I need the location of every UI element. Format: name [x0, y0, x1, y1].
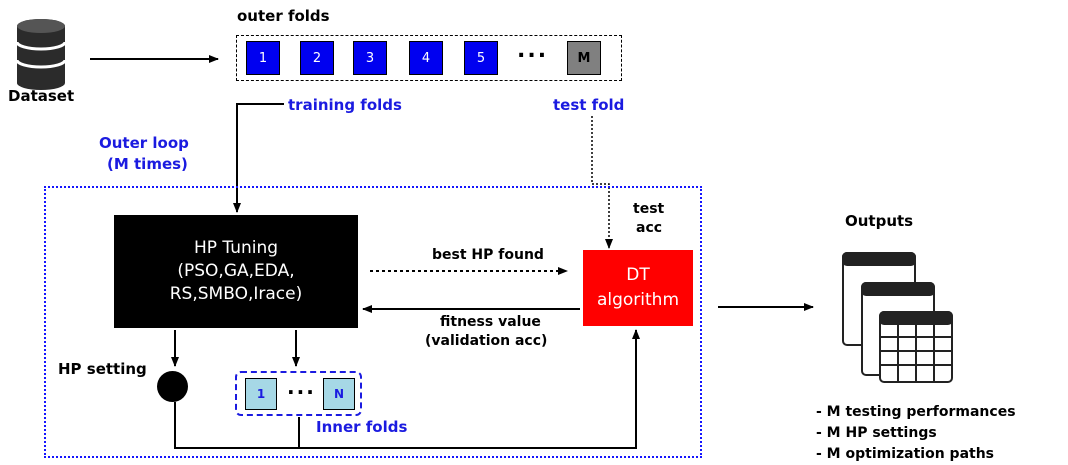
hp-tuning-line3: RS,SMBO,Irace) — [169, 284, 303, 304]
fold-3: 3 — [353, 41, 387, 75]
test-fold-label: test fold — [553, 96, 625, 114]
inner-folds-label: Inner folds — [316, 418, 408, 436]
fold-2: 2 — [300, 41, 334, 75]
fitness-label-line2: (validation acc) — [425, 333, 548, 349]
outer-loop-frame — [44, 186, 702, 458]
inner-folds-frame: 1 ... N — [235, 371, 362, 416]
output-item: - M testing performances — [816, 404, 1016, 420]
test-fold-arrow — [591, 116, 613, 249]
setting-to-dt-line — [174, 329, 640, 449]
dt-line2: algorithm — [596, 290, 680, 310]
fold-4: 4 — [409, 41, 443, 75]
inner-fold-1: 1 — [245, 378, 277, 410]
fold-1: 1 — [246, 41, 280, 75]
outer-loop-label-line2: (M times) — [107, 155, 188, 173]
output-item: - M optimization paths — [816, 446, 995, 462]
fitness-label-line1: fitness value — [440, 314, 541, 330]
training-folds-arrow — [233, 103, 284, 213]
inner-folds-ellipsis: ... — [287, 375, 316, 399]
test-acc-label-line1: test — [633, 201, 665, 217]
table-stack-icon — [842, 252, 953, 383]
outputs-list: - M testing performances - M HP settings… — [816, 402, 1016, 465]
outputs-title: Outputs — [845, 212, 914, 230]
hp-setting-node — [157, 371, 188, 402]
hp-setting-label: HP setting — [58, 360, 147, 378]
outer-folds-title: outer folds — [237, 7, 330, 25]
hp-tuning-line1: HP Tuning — [193, 238, 279, 258]
training-folds-label: training folds — [288, 96, 402, 114]
inner-fold-n: N — [323, 378, 355, 410]
test-acc-label-line2: acc — [636, 220, 663, 236]
outer-folds-frame: 1 2 3 4 5 ... M — [236, 35, 622, 81]
outer-loop-label-line1: Outer loop — [99, 134, 189, 152]
output-item: - M HP settings — [816, 425, 937, 441]
test-fold-box: M — [567, 41, 601, 75]
fold-5: 5 — [464, 41, 498, 75]
best-hp-label: best HP found — [432, 247, 544, 263]
dt-line1: DT — [626, 265, 650, 285]
dt-algorithm-box: DT algorithm — [583, 250, 693, 326]
folds-ellipsis: ... — [517, 38, 549, 63]
database-icon — [15, 19, 67, 90]
hp-tuning-box: HP Tuning (PSO,GA,EDA, RS,SMBO,Irace) — [114, 215, 358, 328]
hp-tuning-line2: (PSO,GA,EDA, — [177, 261, 295, 281]
dataset-label: Dataset — [8, 87, 75, 105]
